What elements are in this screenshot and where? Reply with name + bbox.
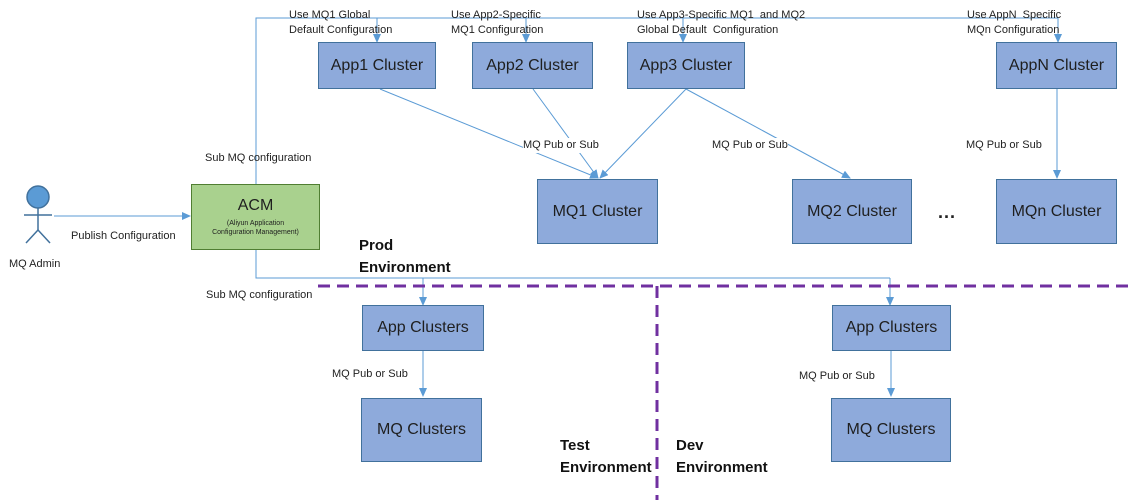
sub-config-bottom-line [255, 250, 890, 279]
appn-cluster-box: AppN Cluster [996, 42, 1117, 89]
pubsub-label-mqn: MQ Pub or Sub [966, 138, 1042, 153]
pubsub-label-mq1: MQ Pub or Sub [523, 138, 599, 153]
pubsub-label-test: MQ Pub or Sub [332, 368, 408, 380]
mq-admin-label: MQ Admin [9, 258, 61, 270]
test-mq-clusters-box: MQ Clusters [361, 398, 482, 462]
pubsub-label-mq2: MQ Pub or Sub [712, 138, 788, 153]
app1-to-mq1-arrow [379, 88, 599, 179]
mq1-cluster-box: MQ1 Cluster [537, 179, 658, 244]
sub-config-top-label: Sub MQ configuration [205, 152, 312, 164]
app3-config-label: Use App3-Specific MQ1 and MQ2 Global Def… [637, 9, 806, 36]
publish-config-label: Publish Configuration [71, 230, 176, 242]
mq-admin-actor-icon [24, 185, 52, 244]
mqn-cluster-box: MQn Cluster [996, 179, 1117, 244]
app2-cluster-box: App2 Cluster [472, 42, 593, 89]
test-environment-label: Test Environment [560, 437, 652, 476]
prod-environment-label: Prod Environment [359, 237, 451, 276]
more-clusters-ellipsis: ... [938, 202, 957, 222]
app2-config-label: Use App2-Specific MQ1 Configuration [451, 9, 544, 36]
app3-to-mq1-arrow [599, 88, 687, 179]
sub-config-bottom-label: Sub MQ configuration [206, 289, 313, 301]
app3-cluster-box: App3 Cluster [627, 42, 745, 89]
mq2-cluster-box: MQ2 Cluster [792, 179, 912, 244]
app1-config-label: Use MQ1 Global Default Configuration [289, 9, 393, 36]
test-app-clusters-box: App Clusters [362, 305, 484, 351]
app3-to-mq2-arrow [685, 88, 851, 179]
sub-config-top-line [255, 17, 1058, 184]
appn-config-label: Use AppN Specific MQn Configuration [967, 9, 1062, 36]
pubsub-label-dev: MQ Pub or Sub [799, 370, 875, 382]
app2-to-mq1-arrow [532, 88, 599, 179]
dev-environment-label: Dev Environment [676, 437, 768, 476]
acm-box: ACM (Aliyun Application Configuration Ma… [191, 184, 320, 250]
acm-subtitle: (Aliyun Application Configuration Manage… [212, 220, 299, 236]
dev-app-clusters-box: App Clusters [832, 305, 951, 351]
dev-mq-clusters-box: MQ Clusters [831, 398, 951, 462]
acm-title: ACM [237, 197, 274, 214]
app1-cluster-box: App1 Cluster [318, 42, 436, 89]
